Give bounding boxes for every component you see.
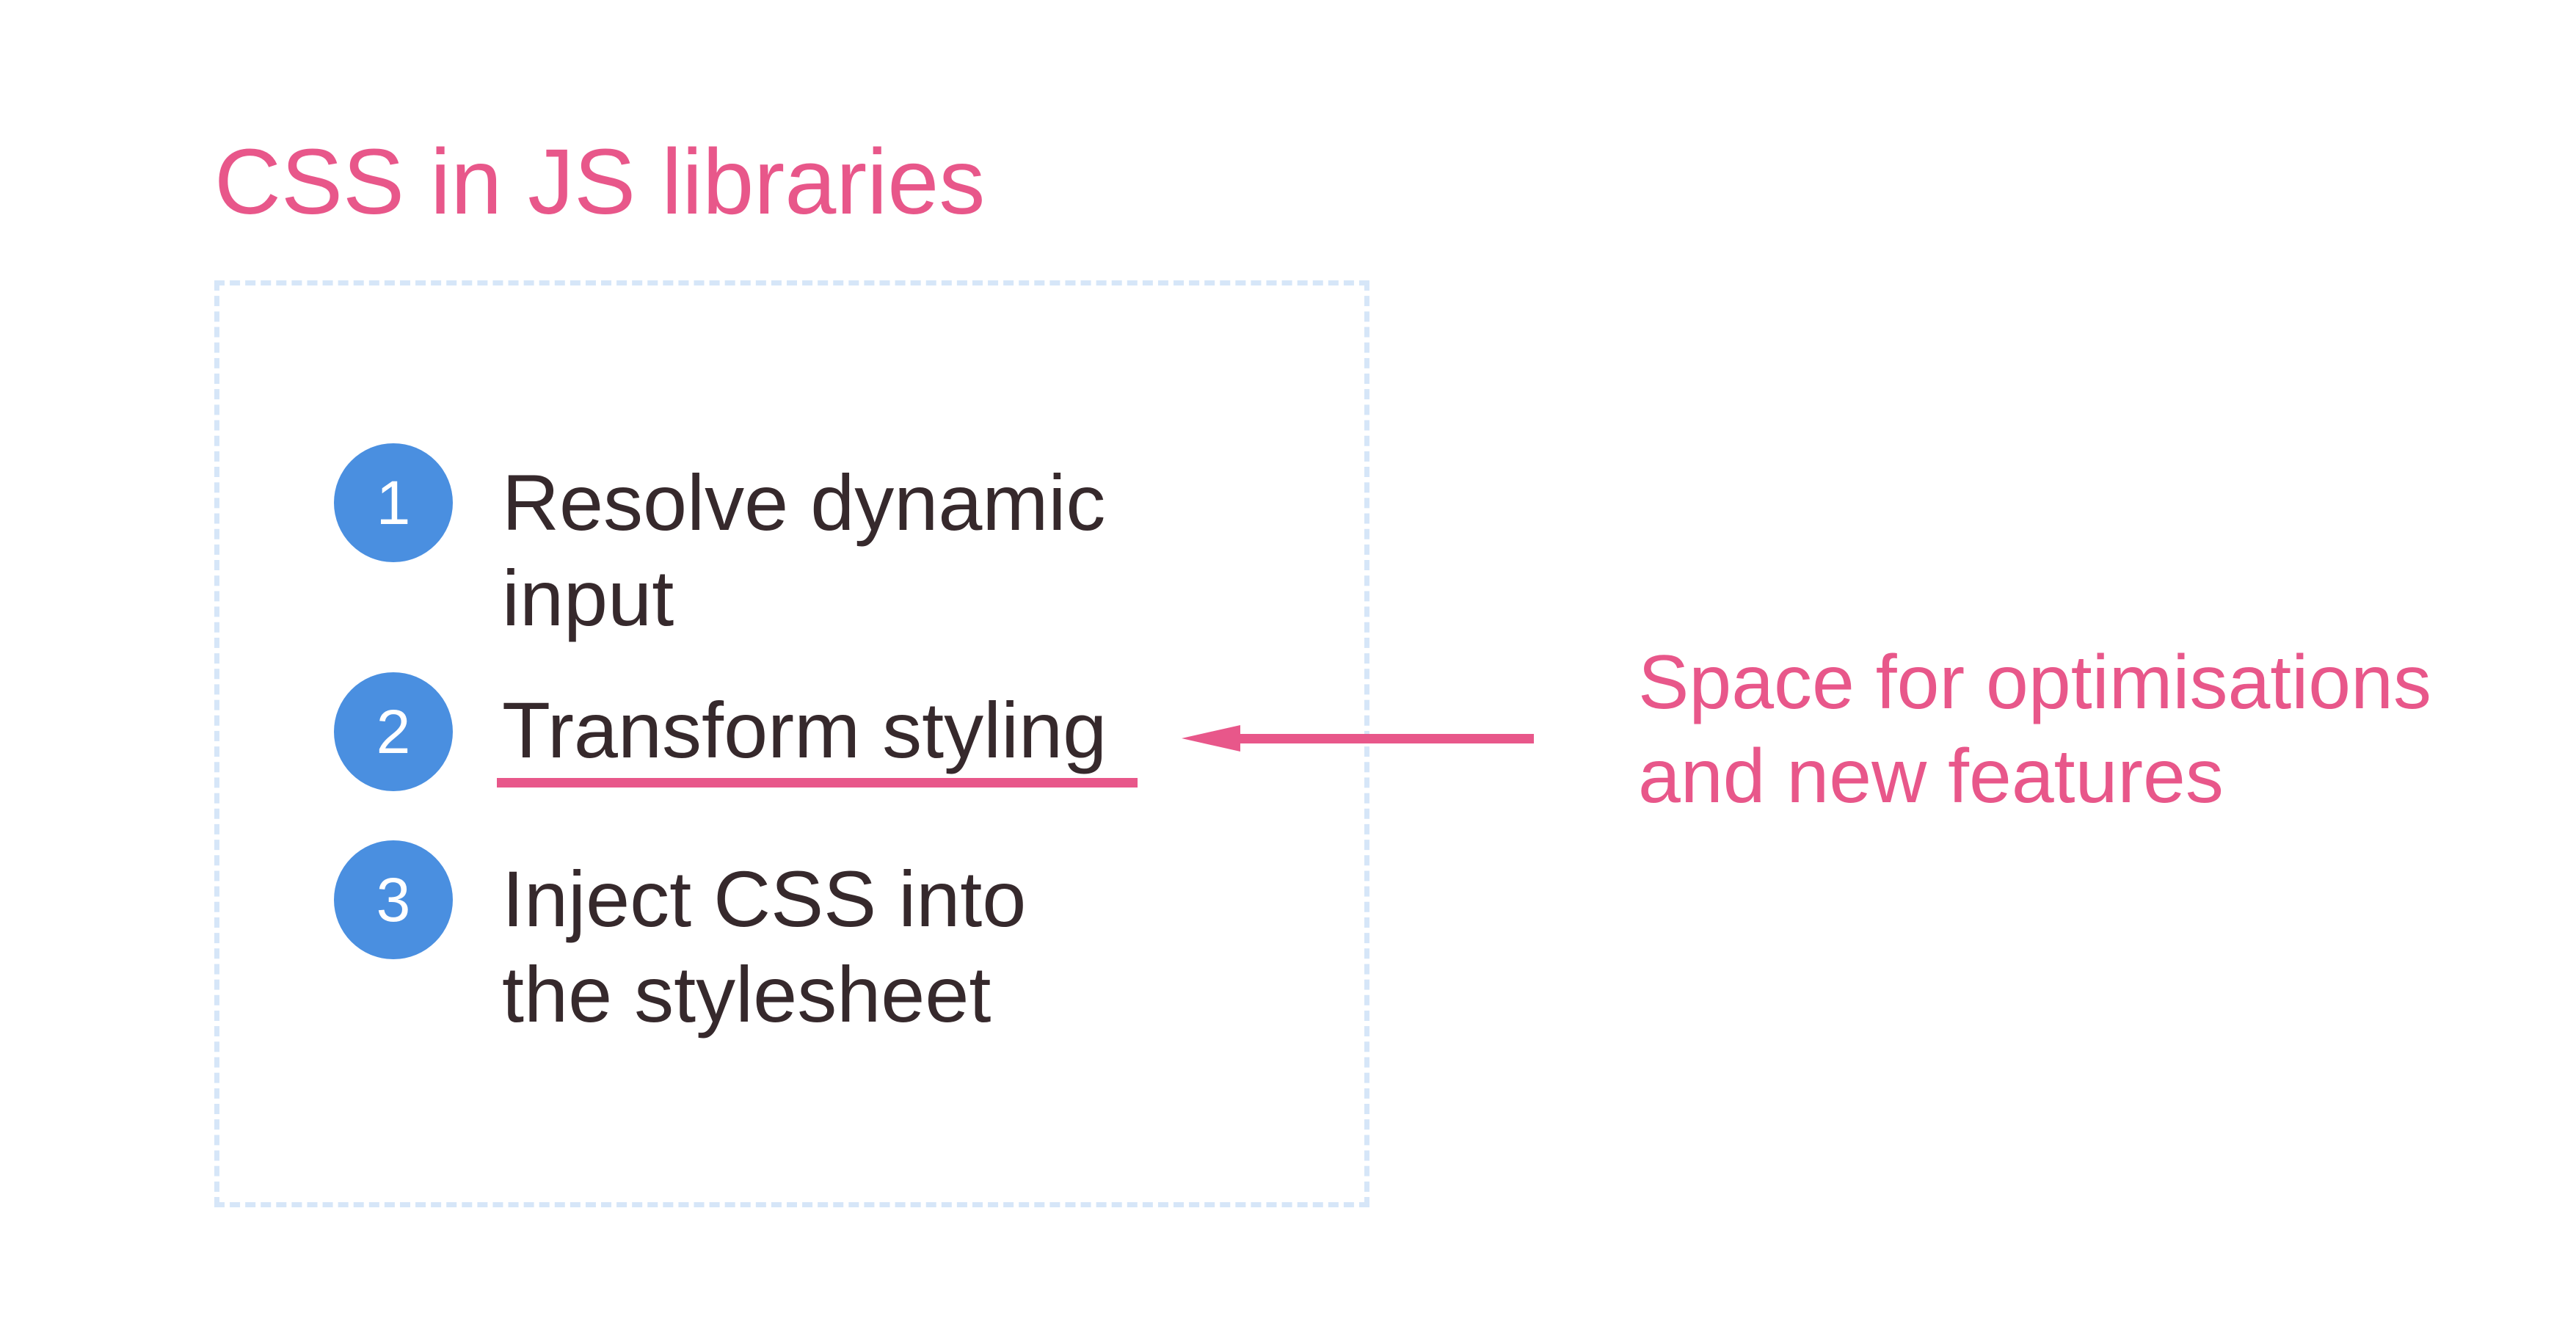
arrow-left-icon (1182, 725, 1534, 752)
step-2-line-1: Transform styling (502, 685, 1107, 774)
step-3-line-1: Inject CSS into (502, 854, 1027, 943)
step-1-line-1: Resolve dynamic (502, 458, 1106, 547)
step-1-label: Resolve dynamic input (502, 455, 1105, 646)
diagram-title: CSS in JS libraries (214, 130, 986, 233)
step-1-badge: 1 (334, 443, 453, 562)
step-3-line-2: the stylesheet (502, 950, 992, 1039)
arrow-shaft (1233, 734, 1534, 743)
annotation-text: Space for optimisations and new features (1638, 636, 2431, 823)
arrow-head (1182, 725, 1240, 752)
step-3-label: Inject CSS into the stylesheet (502, 851, 1026, 1042)
step-2-label: Transform styling (502, 683, 1107, 778)
process-box (214, 280, 1369, 1207)
step-3-badge: 3 (334, 840, 453, 959)
annotation-line-2: and new features (1638, 734, 2224, 819)
step-2-badge: 2 (334, 672, 453, 791)
annotation-line-1: Space for optimisations (1638, 640, 2431, 725)
step-1-line-2: input (502, 553, 674, 642)
step-2-highlight-underline (497, 778, 1138, 788)
